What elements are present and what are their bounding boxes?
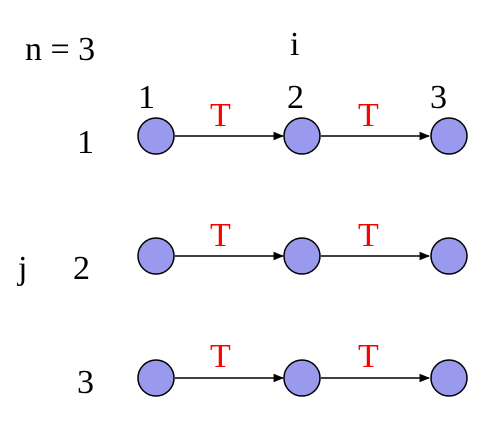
column-label-1: 1: [138, 79, 155, 116]
j-axis-label: j: [17, 250, 27, 287]
node-r2-c1: [137, 237, 175, 275]
n-label: n = 3: [25, 31, 95, 68]
node-r3-c3: [430, 359, 468, 397]
node-r2-c3: [430, 237, 468, 275]
column-label-3: 3: [430, 79, 447, 116]
edge-label-r1-2: T: [358, 97, 379, 134]
edge-label-r3-1: T: [210, 338, 231, 375]
i-axis-label: i: [290, 26, 299, 63]
edge-label-r1-1: T: [210, 97, 231, 134]
node-r1-c3: [430, 117, 468, 155]
node-r3-c2: [283, 359, 321, 397]
edge-label-r3-2: T: [358, 338, 379, 375]
row-label-1: 1: [77, 124, 94, 161]
edge-label-r2-1: T: [210, 217, 231, 254]
node-r1-c1: [137, 117, 175, 155]
edge-label-r2-2: T: [358, 217, 379, 254]
node-r2-c2: [283, 237, 321, 275]
row-label-3: 3: [77, 364, 94, 401]
node-r1-c2: [283, 117, 321, 155]
column-label-2: 2: [287, 79, 304, 116]
row-label-2: 2: [73, 250, 90, 287]
node-r3-c1: [137, 359, 175, 397]
